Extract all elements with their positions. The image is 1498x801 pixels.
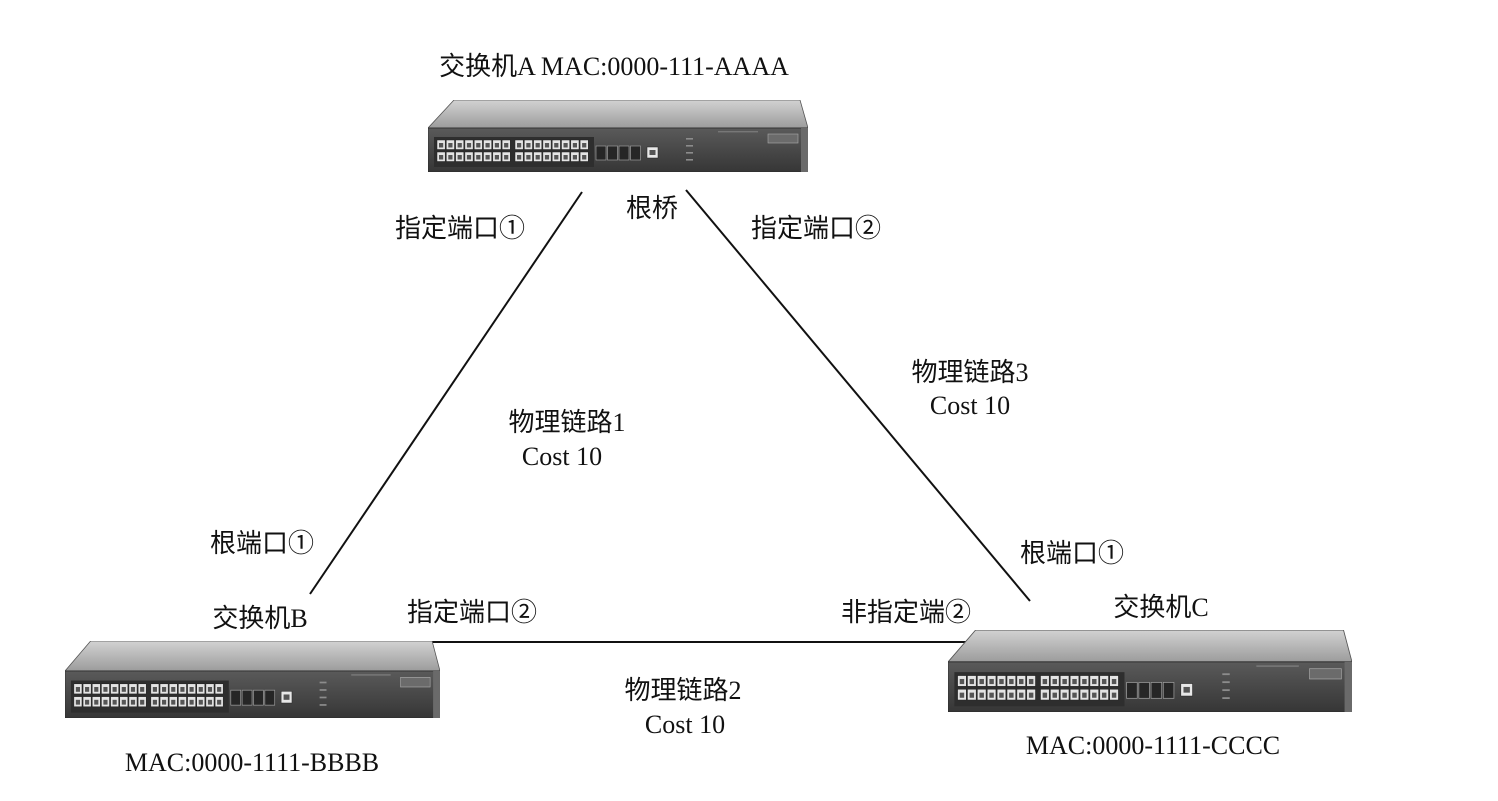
link-1-cost: Cost 10 [522,442,602,471]
switch-c-root-port-label: 根端口① [1020,539,1124,568]
switch-a-title: 交换机A MAC:0000-111-AAAA [439,52,789,81]
switch-b-root-port-label: 根端口① [210,529,314,558]
link-2-name: 物理链路2 [624,676,741,705]
switch-b-name: 交换机B [212,604,307,633]
switch-c-mac: MAC:0000-1111-CCCC [1026,731,1280,760]
switch-a-device-icon [428,100,808,172]
switch-c-port2-label: 非指定端② [841,598,971,627]
switch-a-port2-label: 指定端口② [751,214,881,243]
link-3-name: 物理链路3 [911,358,1028,387]
switch-c-device-icon [948,630,1352,712]
switch-b-port2-label: 指定端口② [407,598,537,627]
switch-a-port1-label: 指定端口① [395,214,525,243]
switch-a-role-label: 根桥 [626,194,678,223]
link-3-cost: Cost 10 [930,391,1010,420]
link-1-name: 物理链路1 [508,408,625,437]
switch-b-device-icon [65,641,440,718]
switch-b-mac: MAC:0000-1111-BBBB [125,748,379,777]
link-2-cost: Cost 10 [645,710,725,739]
switch-c-name: 交换机C [1113,593,1208,622]
link-1-line [310,192,582,594]
